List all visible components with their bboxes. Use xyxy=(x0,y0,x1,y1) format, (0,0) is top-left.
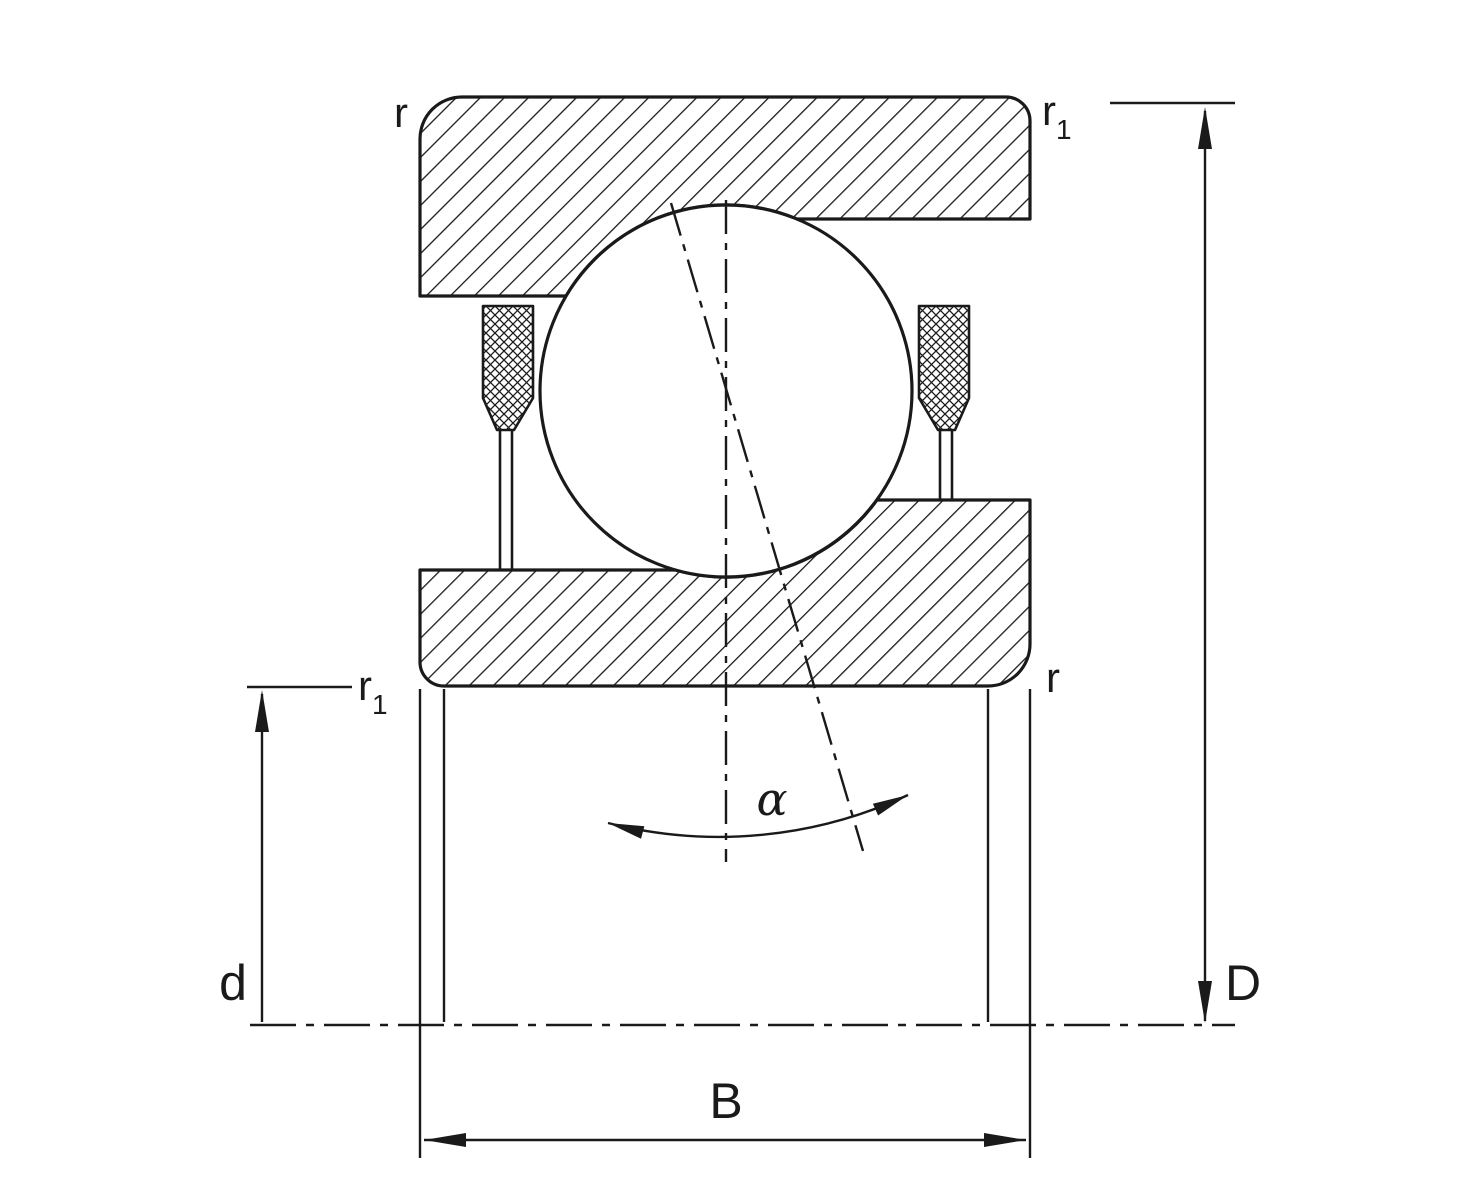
label-chamfer-r-top-left: r xyxy=(394,89,408,136)
cage-section-left xyxy=(481,304,535,432)
dimension-B-arrow-right xyxy=(984,1133,1026,1147)
label-width-B: B xyxy=(709,1073,742,1129)
label-chamfer-r1-middle-left: r1 xyxy=(358,662,388,720)
dimension-d-arrow-up xyxy=(255,690,269,732)
contact-angle-arc-arrow-right xyxy=(872,795,908,816)
dimension-D-arrow-down xyxy=(1198,981,1212,1023)
cage-section-right xyxy=(917,304,971,432)
contact-angle-arc xyxy=(607,793,909,839)
label-chamfer-r-middle-right: r xyxy=(1046,654,1060,701)
label-chamfer-r1-top-right: r1 xyxy=(1042,87,1072,145)
label-contact-angle-alpha: α xyxy=(756,772,787,826)
dimension-D-arrow-up xyxy=(1198,107,1212,149)
contact-angle-arc-arrow-left xyxy=(608,823,645,839)
dimension-B-arrow-left xyxy=(424,1133,466,1147)
label-outer-diameter-D: D xyxy=(1225,955,1261,1011)
label-bore-diameter-d: d xyxy=(219,955,247,1011)
contact-angle-line xyxy=(669,202,865,852)
